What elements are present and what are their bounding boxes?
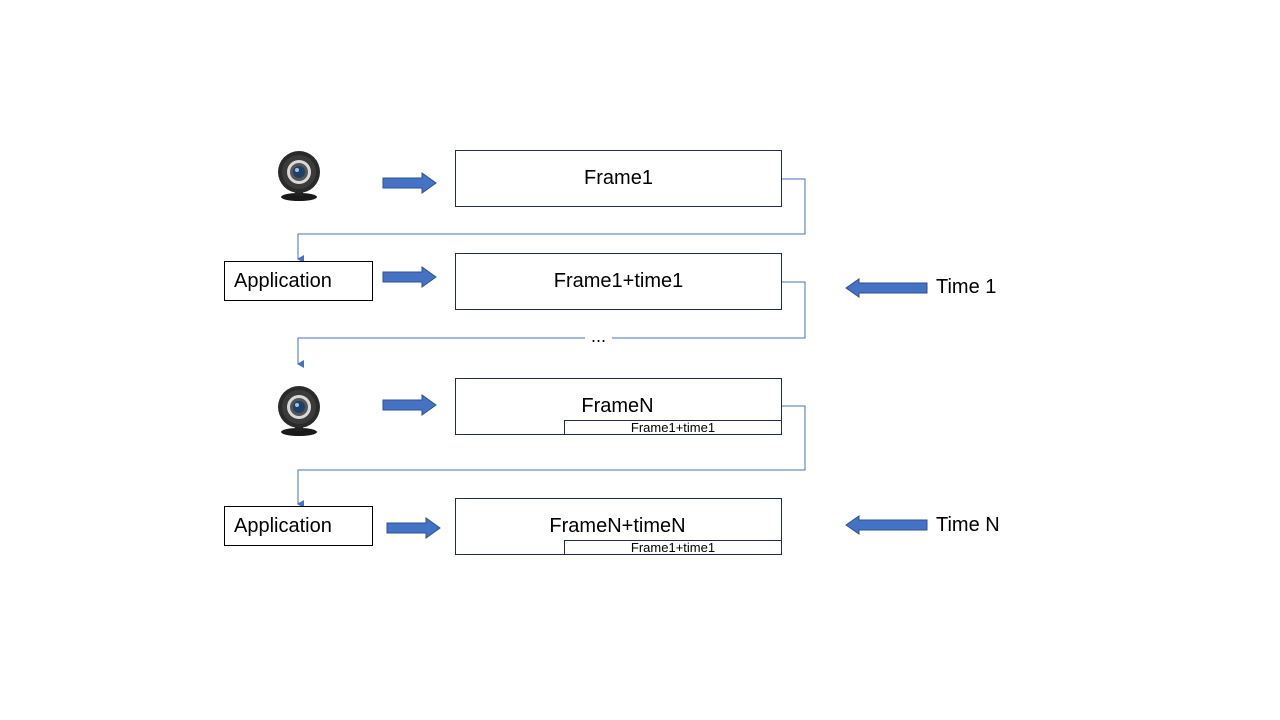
frame1-label: Frame1	[584, 167, 653, 189]
webcam-icon	[272, 384, 326, 443]
ellipsis-label: ...	[585, 326, 613, 347]
connector-frame1time1-to-camera2	[297, 281, 806, 368]
connector-frame1-to-app1	[297, 178, 806, 263]
frameN-timeN-label: FrameN+timeN	[549, 515, 686, 537]
connector-frameN-to-app2	[297, 405, 806, 508]
frame1-box: Frame1	[455, 150, 782, 207]
application-box-1: Application	[224, 261, 373, 301]
frame1-time1-label: Frame1+time1	[553, 270, 684, 292]
frameN-timeN-embedded-box: Frame1+time1	[564, 540, 782, 555]
block-arrow-icon	[386, 517, 441, 539]
timeN-label: Time N	[936, 514, 1000, 536]
block-arrow-icon	[382, 266, 437, 288]
time1-label: Time 1	[936, 276, 997, 298]
block-arrow-icon	[382, 394, 437, 416]
frame1-time1-box: Frame1+time1	[455, 253, 782, 310]
webcam-icon	[272, 149, 326, 208]
block-arrow-icon	[845, 278, 928, 298]
frameN-embedded-box: Frame1+time1	[564, 420, 782, 435]
frameN-label: FrameN	[581, 395, 654, 417]
block-arrow-icon	[382, 172, 437, 194]
block-arrow-icon	[845, 515, 928, 535]
application-box-2: Application	[224, 506, 373, 546]
